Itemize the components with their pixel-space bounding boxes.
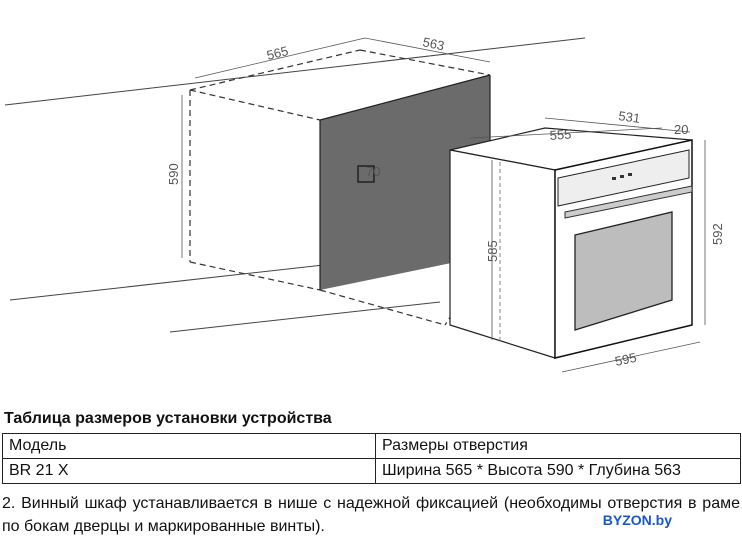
table-row: BR 21 X Ширина 565 * Высота 590 * Глубин… [2, 458, 741, 484]
oven-depth-label: 531 [618, 108, 642, 126]
installation-diagram: 565 563 590 70 531 555 20 585 592 595 [4, 34, 725, 373]
niche-dimension-lines [181, 37, 491, 258]
niche-depth-label: 563 [421, 34, 445, 53]
oven-window [574, 211, 673, 331]
oven [449, 127, 693, 359]
vent-opening [357, 165, 375, 183]
table-title: Таблица размеров установки устройства [4, 410, 332, 427]
niche-back-wall [320, 75, 490, 290]
niche-height-label: 590 [166, 163, 181, 185]
oven-front-width-label: 595 [614, 350, 638, 369]
vent-label: 70 [366, 164, 380, 179]
display [612, 173, 632, 180]
door-handle [564, 185, 693, 219]
header-opening-size: Размеры отверстия [375, 433, 741, 459]
table-header-row: Модель Размеры отверстия [2, 433, 741, 459]
cell-opening-size: Ширина 565 * Высота 590 * Глубина 563 [375, 458, 741, 484]
oven-body-height-label: 585 [485, 240, 500, 262]
oven-front-height-label: 592 [710, 223, 725, 245]
oven-body-width-label: 555 [549, 127, 572, 143]
niche [189, 49, 491, 326]
oven-front-offset-label: 20 [674, 122, 688, 137]
header-model: Модель [2, 433, 376, 459]
cell-model: BR 21 X [2, 458, 376, 484]
niche-width-label: 565 [265, 43, 290, 63]
installation-note: 2. Винный шкаф устанавливается в нише с … [2, 495, 740, 535]
watermark-logo: BYZON.by [602, 512, 672, 528]
dimensions-table: Модель Размеры отверстия BR 21 X Ширина … [2, 433, 741, 484]
oven-side [449, 149, 556, 359]
oven-dimension-lines [469, 117, 706, 373]
